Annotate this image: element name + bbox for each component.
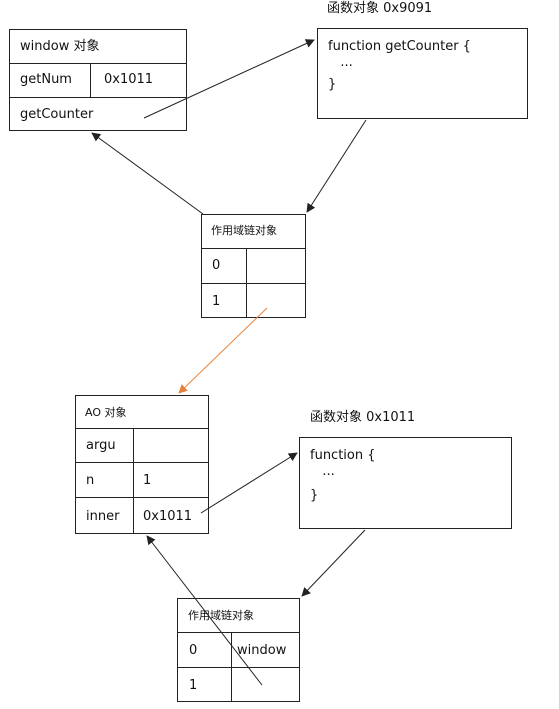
window-row-getcounter: getCounter	[10, 97, 186, 131]
ao-row-inner: inner 0x1011	[76, 497, 208, 534]
scope-top-row-0: 0	[202, 248, 305, 283]
func-top-caption: 函数对象 0x9091	[327, 1, 433, 16]
ao-row-argu-key: argu	[86, 438, 116, 453]
arrow-inner-to-func-bottom	[200, 452, 298, 514]
scope-bottom-row-0-value: window	[237, 643, 287, 658]
window-row-getnum-value: 0x1011	[104, 72, 154, 87]
window-object-box: window 对象 getNum 0x1011 getCounter	[9, 29, 187, 131]
func-bottom-line-1: function {	[310, 448, 376, 463]
arrow-scope-top-to-window	[91, 132, 204, 215]
window-row-getnum-divider	[90, 64, 91, 97]
scope-top-row-1-divider	[246, 284, 247, 318]
func-bottom-line-2: ...	[310, 464, 335, 479]
window-row-getnum-key: getNum	[20, 72, 72, 87]
ao-row-inner-key: inner	[86, 509, 120, 524]
scope-bottom-row-0: 0 window	[178, 632, 299, 667]
scope-top-row-0-index: 0	[212, 258, 221, 273]
ao-object-box: AO 对象 argu n 1 inner 0x1011	[75, 395, 209, 534]
scope-bottom-row-1-index: 1	[189, 678, 198, 693]
scope-top-row-1: 1	[202, 283, 305, 318]
ao-row-n: n 1	[76, 462, 208, 497]
arrow-func-bottom-to-scope-bottom	[301, 529, 366, 597]
func-top-box: function getCounter { ... }	[317, 28, 528, 119]
ao-row-n-value: 1	[143, 473, 152, 488]
func-bottom-line-3: }	[310, 488, 319, 503]
scope-bottom-row-1-divider	[231, 668, 232, 702]
scope-bottom-row-1: 1	[178, 667, 299, 702]
ao-row-n-divider	[133, 463, 134, 497]
window-object-title: window 对象	[20, 39, 100, 54]
ao-object-title: AO 对象	[85, 406, 127, 419]
func-bottom-caption: 函数对象 0x1011	[310, 410, 416, 425]
ao-row-inner-value: 0x1011	[143, 509, 193, 524]
func-bottom-box: function { ... }	[299, 437, 512, 529]
scope-top-box: 作用域链对象 0 1	[201, 214, 306, 318]
scope-bottom-box: 作用域链对象 0 window 1	[177, 598, 300, 702]
arrow-scope-top-to-ao	[178, 307, 268, 394]
scope-top-row-0-divider	[246, 249, 247, 283]
ao-row-argu-divider	[133, 429, 134, 462]
scope-top-row-1-index: 1	[212, 294, 221, 309]
func-top-line-2: ...	[328, 55, 353, 70]
scope-bottom-title: 作用域链对象	[188, 609, 254, 622]
scope-bottom-row-0-divider	[231, 633, 232, 667]
ao-row-inner-divider	[133, 498, 134, 534]
scope-top-title: 作用域链对象	[211, 224, 277, 237]
window-row-getnum: getNum 0x1011	[10, 63, 186, 97]
ao-row-argu: argu	[76, 428, 208, 462]
arrow-func-to-scope-top	[306, 119, 367, 213]
scope-bottom-row-0-index: 0	[189, 643, 198, 658]
func-top-line-3: }	[328, 77, 337, 92]
func-top-line-1: function getCounter {	[328, 39, 471, 54]
window-row-getcounter-key: getCounter	[20, 107, 94, 122]
ao-row-n-key: n	[86, 473, 95, 488]
